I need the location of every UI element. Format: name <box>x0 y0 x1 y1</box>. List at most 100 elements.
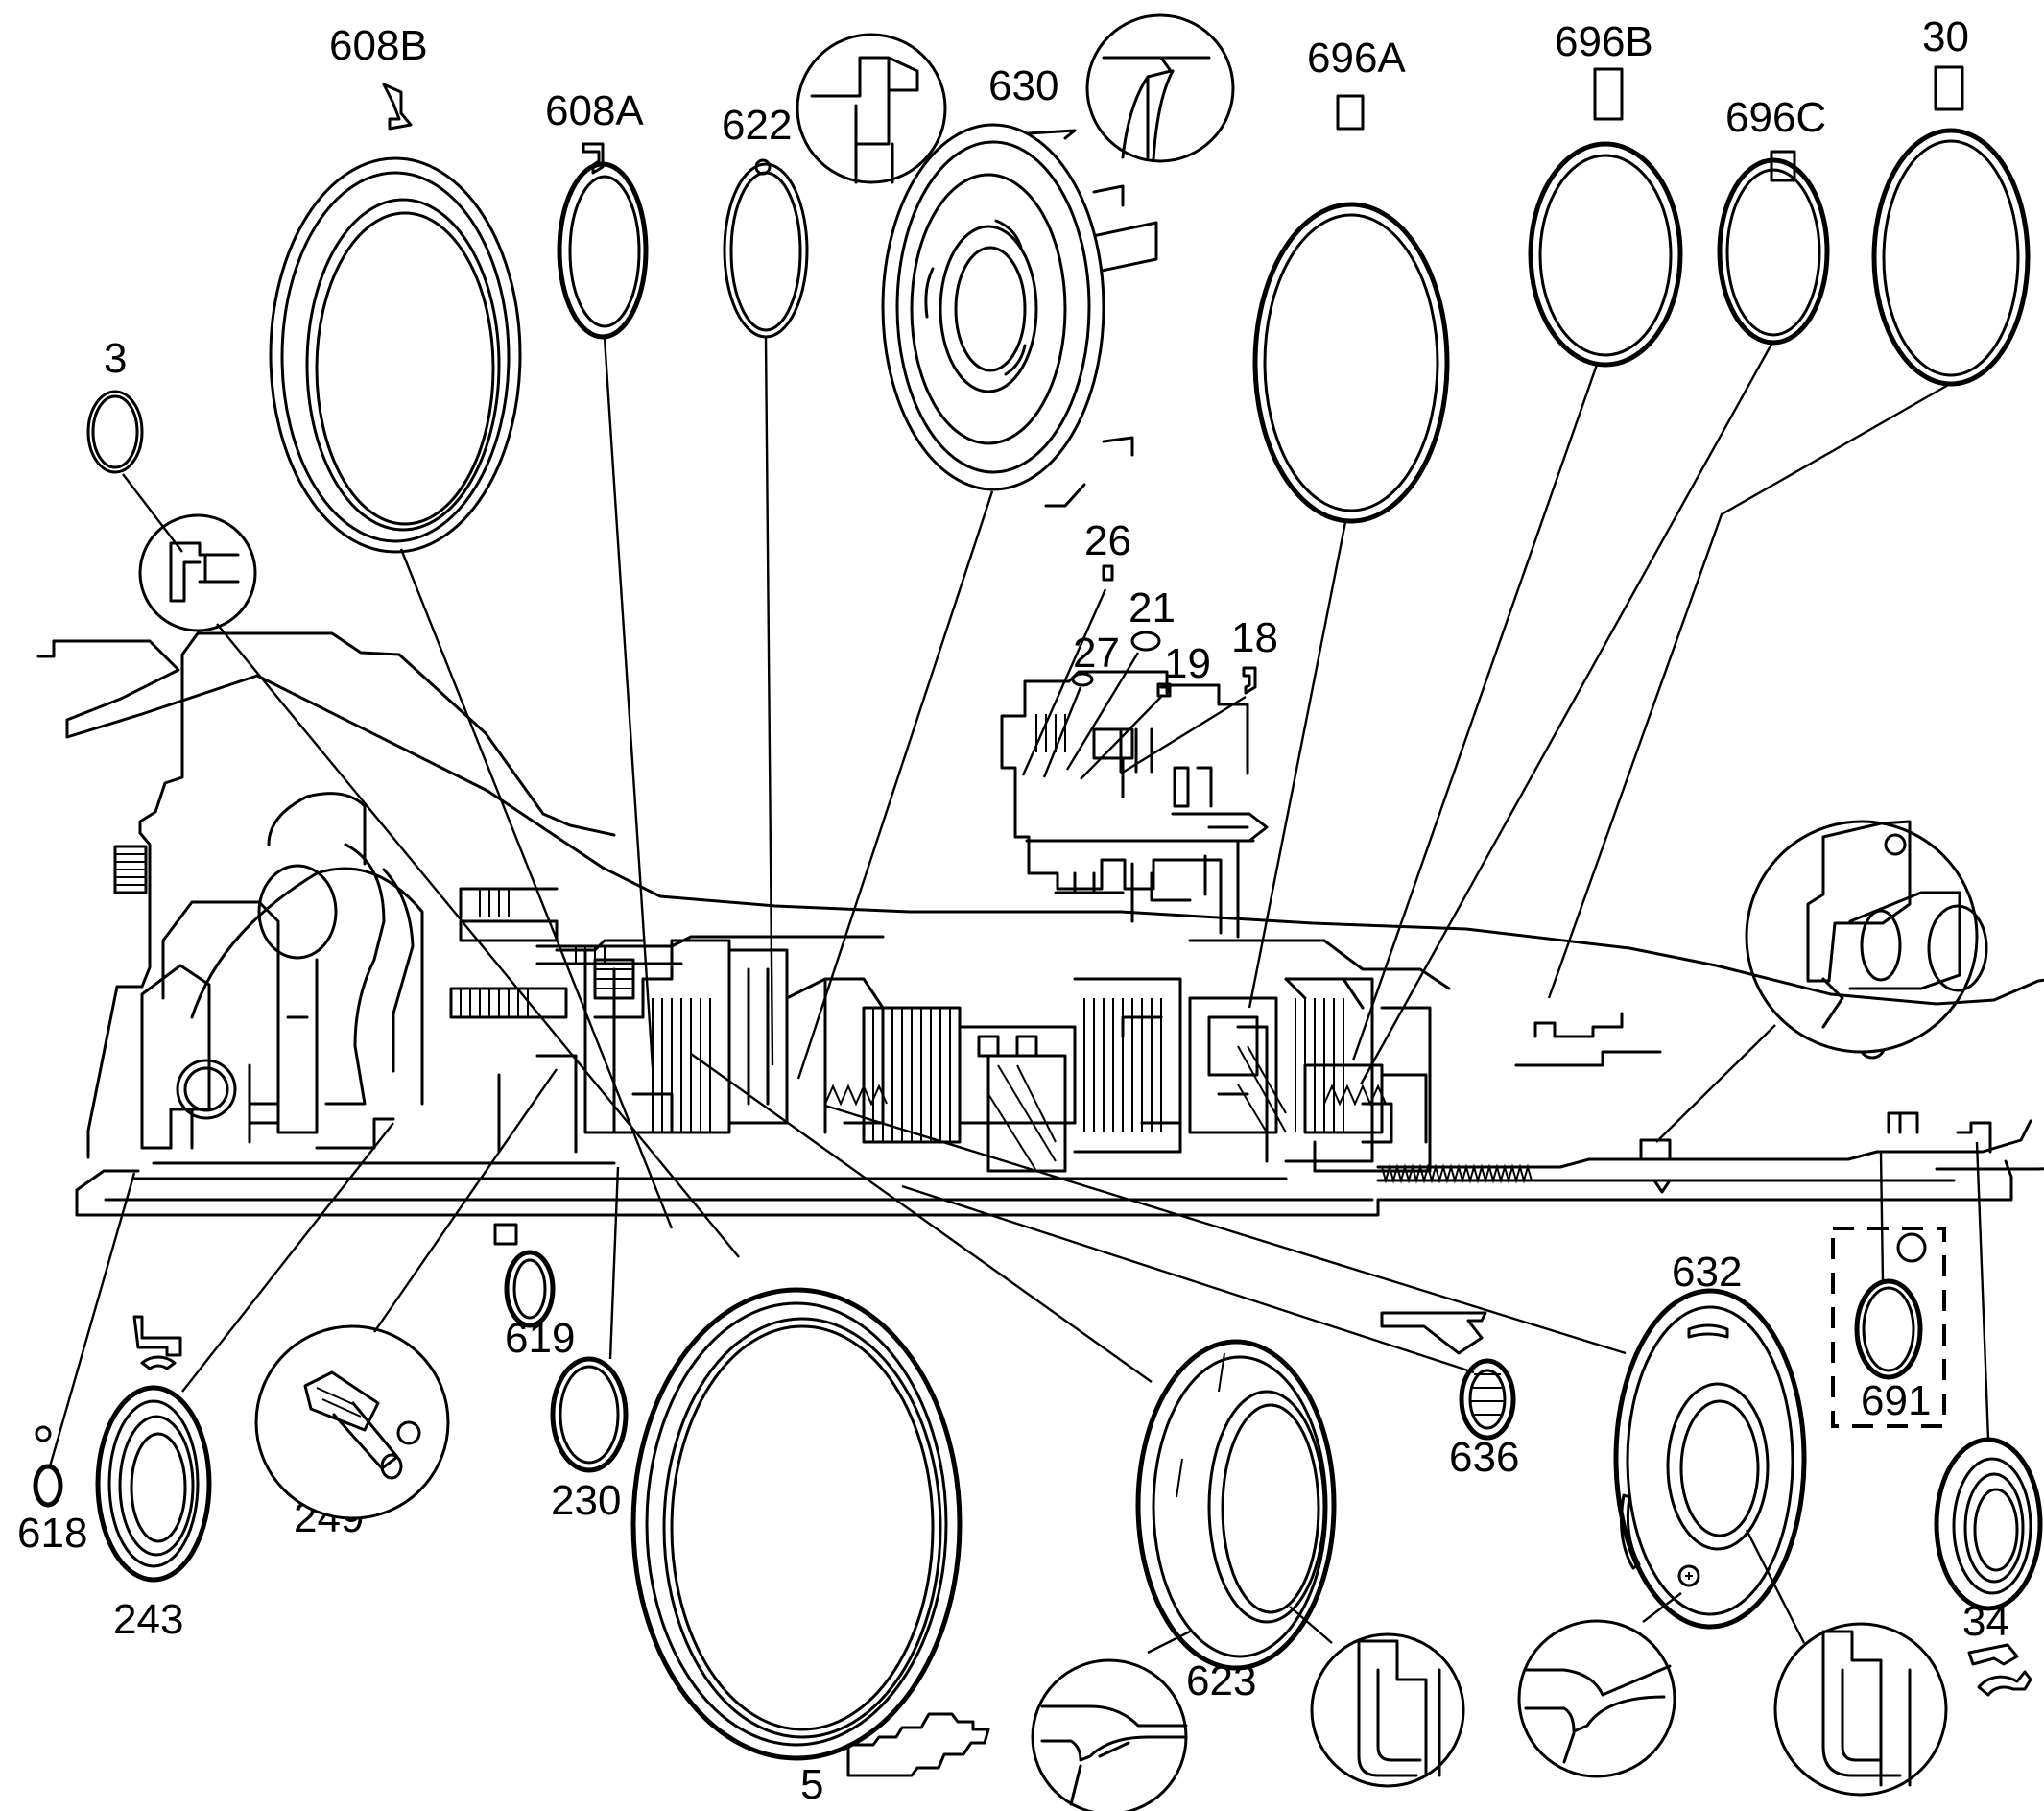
label-622: 622 <box>722 102 792 149</box>
leader-34 <box>1975 1141 1990 1441</box>
profile-636-icon <box>1380 1311 1487 1355</box>
label-243: 243 <box>113 1596 183 1643</box>
detail-bubble-37 <box>1745 820 1988 1054</box>
profile-18-icon <box>1242 666 1257 695</box>
seal-608A <box>557 161 649 340</box>
label-696B: 696B <box>1555 18 1653 65</box>
leader-230 <box>608 1166 620 1360</box>
label-19: 19 <box>1164 640 1211 687</box>
label-3: 3 <box>104 335 127 382</box>
seal-30 <box>1871 128 2031 387</box>
leader-3-detail <box>216 623 740 1258</box>
detail-bubble-632-left <box>1517 1619 1676 1778</box>
leader-37 <box>1655 1024 1776 1143</box>
leader-632 <box>824 1104 1627 1355</box>
leader-618 <box>48 1172 136 1467</box>
profile-691-icon <box>1896 1232 1927 1263</box>
label-618: 618 <box>17 1510 87 1557</box>
leader-27 <box>1042 686 1082 778</box>
profile-619-icon <box>493 1223 518 1246</box>
transmission-cross-section <box>36 631 2044 1217</box>
label-230: 230 <box>551 1477 621 1524</box>
profile-608B-icon <box>382 83 413 131</box>
oring-622 <box>723 162 809 339</box>
leader-608B <box>399 548 674 1229</box>
leader-632-bubble-right <box>1745 1529 1806 1644</box>
label-636: 636 <box>1449 1434 1519 1481</box>
seal-691-callout-box <box>1831 1227 1946 1428</box>
profile-symbols <box>35 65 2032 1777</box>
leader-623-bubble-right <box>1289 1606 1333 1644</box>
bearing-636 <box>1459 1358 1516 1441</box>
label-608A: 608A <box>545 87 644 134</box>
profile-5-icon <box>846 1712 990 1777</box>
profile-26-icon <box>1102 564 1114 582</box>
detail-bubble-630-right <box>1085 13 1235 163</box>
leader-3 <box>122 473 183 553</box>
label-27: 27 <box>1073 630 1120 677</box>
leader-632-bubble-left <box>1642 1592 1682 1623</box>
seal-5 <box>630 1287 963 1761</box>
leader-21 <box>1065 652 1140 771</box>
leader-696A <box>1248 521 1347 1009</box>
piston-632 <box>1613 1288 1807 1630</box>
detail-bubbles-lower <box>1031 1619 1948 1811</box>
label-21: 21 <box>1129 584 1176 631</box>
detail-bubble-623-right <box>1310 1632 1465 1788</box>
leader-26 <box>1021 588 1107 776</box>
seal-696A <box>1252 202 1450 524</box>
leader-622 <box>764 337 774 1066</box>
oring-3 <box>86 390 144 474</box>
leader-608A <box>603 337 654 1068</box>
label-696C: 696C <box>1725 94 1826 141</box>
leader-243 <box>181 1122 394 1393</box>
seal-696C <box>1717 157 1830 346</box>
oring-619 <box>504 1250 556 1328</box>
label-691: 691 <box>1861 1377 1931 1424</box>
piston-630 <box>881 123 1158 508</box>
leader-249 <box>373 1068 558 1333</box>
profile-30-icon <box>1934 65 1964 111</box>
profile-618-icon <box>35 1425 52 1442</box>
detail-bubble-630-left <box>796 33 947 184</box>
label-18: 18 <box>1231 614 1278 661</box>
detail-bubble-3 <box>138 513 257 632</box>
leader-691 <box>1879 1151 1885 1283</box>
detail-bubble-623-left <box>1031 1658 1188 1811</box>
leader-18 <box>1120 695 1247 775</box>
center-sub-assembly <box>1000 670 1269 939</box>
label-30: 30 <box>1922 13 1969 60</box>
detail-bubbles-upper <box>138 13 1988 1054</box>
leader-30 <box>1547 382 1951 999</box>
leader-19 <box>1080 696 1162 780</box>
label-5: 5 <box>800 1761 823 1808</box>
seal-696B <box>1528 141 1683 368</box>
profile-696B-icon <box>1593 67 1624 121</box>
profile-21-icon <box>1130 631 1161 652</box>
seal-34 <box>1934 1437 2043 1611</box>
seal-623 <box>1135 1339 1337 1671</box>
leader-623-bubble-left <box>1147 1630 1191 1655</box>
seal-243 <box>95 1385 212 1583</box>
profile-34-icon <box>1967 1643 2032 1697</box>
leader-lines <box>48 337 1990 1655</box>
label-608B: 608B <box>329 22 428 69</box>
leader-636 <box>901 1184 1475 1374</box>
leader-630 <box>796 490 994 1080</box>
detail-bubble-249 <box>254 1324 450 1520</box>
lower-parts <box>33 1227 2043 1761</box>
oring-230 <box>550 1356 629 1473</box>
profile-696A-icon <box>1336 94 1365 131</box>
label-696A: 696A <box>1307 35 1406 82</box>
upper-seals <box>86 123 2031 554</box>
label-632: 632 <box>1672 1249 1742 1296</box>
leader-696C <box>1359 340 1775 1085</box>
seal-608B <box>269 156 522 554</box>
leader-696B <box>1351 364 1599 1061</box>
leader-623 <box>690 1053 1153 1383</box>
label-26: 26 <box>1084 517 1131 564</box>
label-630: 630 <box>988 62 1058 109</box>
oring-618 <box>33 1464 63 1508</box>
